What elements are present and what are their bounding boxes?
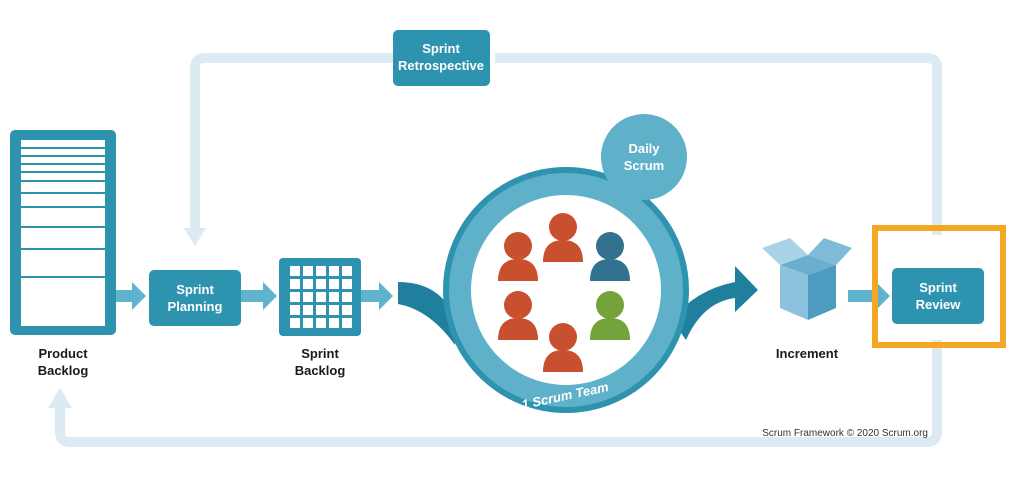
person-icon: [543, 213, 583, 262]
top-feedback-loop: [495, 53, 942, 235]
product-backlog-caption-1: Product: [38, 346, 88, 361]
arrow-increment-to-review: [848, 282, 890, 310]
sprint-review-highlight: [872, 225, 1006, 348]
sprint-backlog-caption-1: Sprint: [301, 346, 339, 361]
sprint-inflow-swoosh: [398, 282, 455, 345]
left-loop-arrowhead: [184, 228, 206, 246]
sprint-review-label-1: Sprint: [919, 280, 957, 295]
daily-scrum-label-1: Daily: [628, 141, 660, 156]
sprint-planning-label-2: Planning: [168, 299, 223, 314]
scrum-team-people: [498, 213, 630, 372]
bottom-loop-arrowhead: [48, 388, 72, 408]
sprint-planning-node: Sprint Planning: [149, 270, 241, 326]
sprint-retrospective-node: Sprint Retrospective: [393, 30, 490, 86]
sprint-backlog-caption-2: Backlog: [295, 363, 346, 378]
left-feedback-loop: [190, 53, 393, 228]
sprint-review-label-2: Review: [916, 297, 962, 312]
open-box-icon: [762, 238, 852, 320]
daily-scrum-node: Daily Scrum: [601, 114, 687, 200]
person-icon: [590, 291, 630, 340]
sprint-outflow-swoosh: [672, 266, 758, 340]
arrow-backlog-to-planning: [116, 282, 146, 310]
daily-scrum-label-2: Scrum: [624, 158, 664, 173]
person-icon: [543, 323, 583, 372]
bottom-feedback-loop: [55, 340, 942, 447]
arrow-sprint-backlog-to-sprint: [361, 282, 393, 310]
product-backlog-caption-2: Backlog: [38, 363, 89, 378]
arrow-planning-to-sprint-backlog: [241, 282, 277, 310]
product-backlog-list-icon: [10, 130, 116, 335]
increment-caption: Increment: [776, 346, 839, 361]
sprint-review-node: Sprint Review: [892, 268, 984, 324]
sprint-backlog-grid-icon: [279, 258, 361, 336]
copyright-credit: Scrum Framework © 2020 Scrum.org: [762, 428, 928, 439]
sprint-planning-label-1: Sprint: [176, 282, 214, 297]
person-icon: [590, 232, 630, 281]
sprint-retrospective-label-1: Sprint: [422, 41, 460, 56]
person-icon: [498, 232, 538, 281]
person-icon: [498, 291, 538, 340]
sprint-cycle-ring: [443, 167, 689, 413]
sprint-retrospective-label-2: Retrospective: [398, 58, 484, 73]
